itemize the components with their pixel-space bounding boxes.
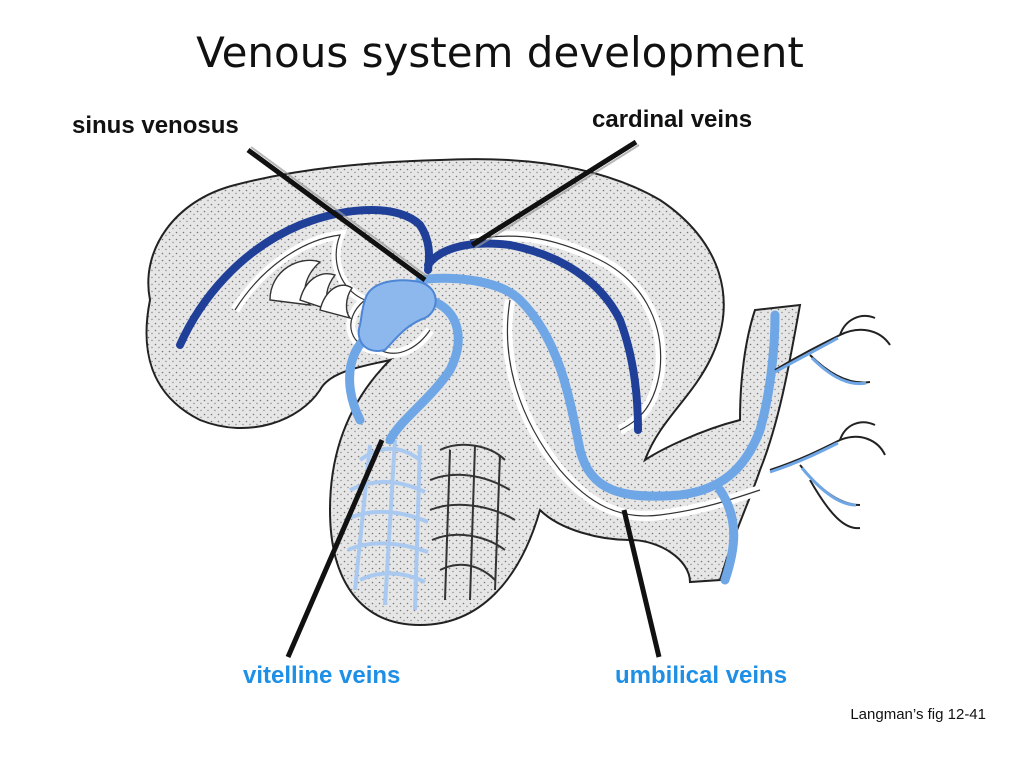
cardinal-veins-label: cardinal veins (592, 106, 753, 133)
gut-outline-edge (234, 234, 431, 354)
sinus-venosus-label: sinus venosus (72, 112, 239, 139)
pointer-shadows (250, 144, 640, 278)
vitelline-veins-pointer (285, 439, 385, 658)
figure-source: Langman’s fig 12-41 (850, 706, 986, 723)
allantois-stalk-edge (506, 299, 761, 517)
dorsal-channel-edge (469, 235, 662, 431)
yolk-sac-network (429, 443, 516, 601)
vitelline-veins-label: vitelline veins (243, 662, 401, 689)
embryo-body (145, 158, 802, 627)
pharyngeal-arches (269, 259, 353, 320)
sinus-venosus-pointer (246, 147, 427, 283)
placental-branch-veins (769, 336, 867, 507)
sinus-venosus-bulb (357, 279, 437, 352)
cardinal-veins-pointer (470, 139, 638, 248)
umbilical-veins-label: umbilical veins (615, 662, 788, 689)
pointer-lines (246, 139, 662, 658)
slide-title: Venous system development (196, 28, 804, 77)
umbilical-veins-pointer (621, 509, 662, 658)
